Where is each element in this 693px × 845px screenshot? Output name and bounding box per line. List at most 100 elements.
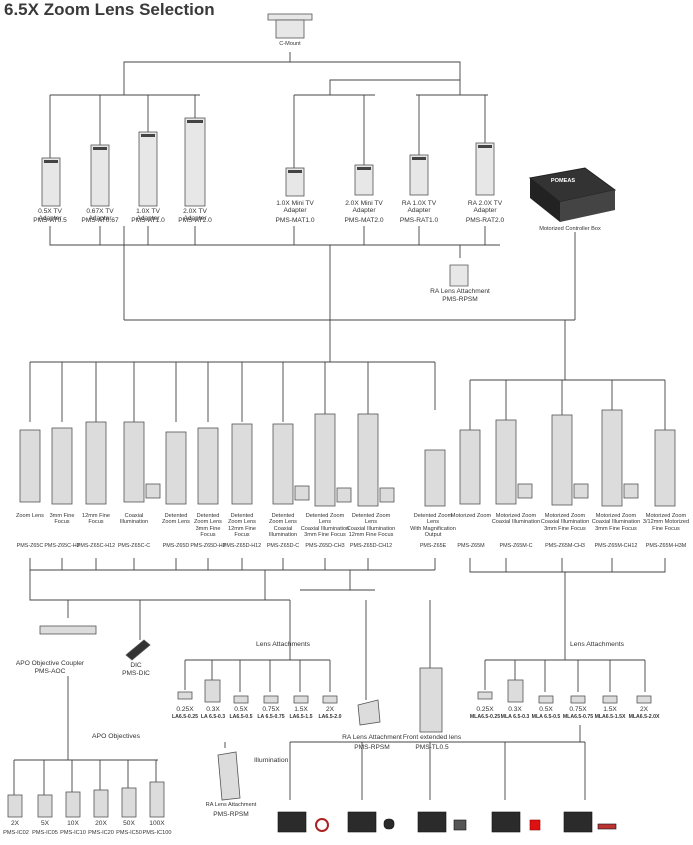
attachment-code: MLA 6.5-0.3 (500, 714, 530, 720)
lens-label: Detented Zoom Lens 12mm Fine Focus (228, 513, 256, 539)
dic-icon (125, 639, 151, 661)
lens-attachment-icon (322, 695, 338, 704)
page-title: 6.5X Zoom Lens Selection (4, 0, 215, 19)
controller-label: Motorized Controller Box (539, 226, 601, 232)
illumination-icons (277, 811, 617, 833)
lens-attachment-icon (636, 695, 652, 704)
front-extended-label: Front extended lens (402, 734, 462, 741)
lens-code: PMS-Z65M-C (499, 543, 533, 549)
adapter-code: PMS-MAT1.0 (275, 217, 315, 224)
attachment-mag: 2X (639, 706, 649, 713)
adapter-code: PMS-AT1.0 (131, 217, 165, 224)
lens-code: PMS-Z65M (457, 543, 485, 549)
lens-attachment-icon (602, 695, 618, 704)
objective-mag: 100X (149, 820, 165, 827)
adapter-label: 0.5X TV Adapter (38, 208, 62, 223)
zoom-lens-icon (197, 427, 219, 505)
lens-label: Detented Zoom Lens With Magnification Ou… (410, 513, 456, 539)
lens-attachment-icon (570, 695, 586, 704)
ra-attachment-label: RA Lens Attachment (430, 288, 490, 295)
controller-brand: POMEAS (550, 178, 576, 184)
lens-code: PMS-Z65D-H3 (190, 543, 226, 549)
front-extended-lens-icon (419, 667, 443, 733)
lens-code: PMS-Z65M-CH12 (594, 543, 638, 549)
lens-label: 3mm Fine Focus (49, 513, 75, 526)
mini-tv-adapter-icon (354, 164, 374, 196)
attachment-code: LA6.5-0.5 (229, 714, 253, 720)
mini-tv-adapter-icon (285, 167, 305, 197)
attachment-code: LA6.5-1.5 (289, 714, 313, 720)
objective-icon (65, 791, 81, 818)
ra-attachment-code: PMS-RPSM (442, 296, 478, 303)
objective-code: PMS-IC02 (3, 830, 29, 836)
lens-attachment-icon (477, 691, 493, 700)
lens-attachment-icon (233, 695, 249, 704)
zoom-lens-icon (51, 427, 73, 505)
dic-code: PMS-DIC (122, 670, 150, 677)
tv-adapter-icon (184, 117, 206, 207)
adapter-label: 1.0X TV Adapter (136, 208, 160, 223)
lens-attachment-icon (177, 691, 193, 700)
aoc-label: APO Objective Coupler (15, 660, 85, 667)
attachment-mag: 0.75X (569, 706, 587, 713)
lens-label: Motorized Zoom 3/12mm Motorized Fine Foc… (642, 513, 690, 532)
adapter-label: 2.0X TV Adapter (183, 208, 207, 223)
attachment-code: LA6.5-2.0 (318, 714, 342, 720)
objective-mag: 50X (123, 820, 135, 827)
lens-label: Detented Zoom Lens Coaxial Illumination … (346, 513, 396, 539)
ra-attachment-code: PMS-RPSM (213, 811, 249, 818)
zoom-lens-icon (272, 423, 294, 505)
objective-code: PMS-IC10 (60, 830, 86, 836)
zoom-lens-icon (357, 413, 379, 507)
lens-label: Motorized Zoom Coaxial Illumination 3mm … (540, 513, 590, 532)
adapter-label: RA 1.0X TV Adapter (401, 200, 437, 215)
lens-label: Motorized Zoom Coaxial Illumination 3mm … (591, 513, 641, 532)
tv-adapter-icon (90, 144, 110, 207)
lens-label: Zoom Lens (16, 513, 44, 519)
c-mount-icon (267, 13, 313, 21)
lens-code: PMS-Z65D (162, 543, 190, 549)
objective-icon (121, 787, 137, 818)
lens-code: PMS-Z65M-CH3 (545, 543, 585, 549)
aoc-code: PMS-AOC (34, 668, 66, 675)
tv-adapter-icon (41, 157, 61, 207)
zoom-lens-icon (601, 409, 623, 507)
apo-objectives-label: APO Objectives (92, 733, 140, 740)
zoom-lens-icon (19, 429, 41, 503)
front-extended-code: PMS-TL0.5 (415, 744, 449, 751)
lens-attachments-label: Lens Attachments (256, 641, 311, 648)
zoom-lens-icon (85, 421, 107, 505)
lens-attachment-icon (293, 695, 309, 704)
lens-code: PMS-Z65D-H12 (222, 543, 262, 549)
objective-mag: 10X (67, 820, 79, 827)
objective-code: PMS-IC50 (116, 830, 142, 836)
connector-lines (13, 52, 666, 800)
controller-box-icon (528, 167, 617, 222)
lens-code: PMS-Z65D-CH12 (349, 543, 393, 549)
lens-code: PMS-Z65C-H12 (76, 543, 116, 549)
attachment-code: LA 6.5-0.3 (200, 714, 226, 720)
adapter-code: PMS-RAT1.0 (399, 217, 439, 224)
dic-label: DIC (130, 662, 142, 669)
attachment-code: MLA 6.5-0.5 (531, 714, 561, 720)
lens-attachments-label: Lens Attachments (570, 641, 625, 648)
adapter-label: RA 2.0X TV Adapter (467, 200, 503, 215)
lens-code: PMS-Z65C-C (117, 543, 151, 549)
lens-label: Detented Zoom Lens (162, 513, 190, 526)
attachment-mag: 1.5X (294, 706, 308, 713)
objective-code: PMS-IC20 (88, 830, 114, 836)
attachment-mag: 0.5X (539, 706, 553, 713)
lens-label: Motorized Zoom Coaxial Illumination (491, 513, 541, 526)
adapter-code: PMS-AT2.0 (178, 217, 212, 224)
ra-attachment-label: RA Lens Attachment (342, 734, 402, 741)
zoom-lens-icon (551, 414, 573, 506)
adapter-label: 1.0X Mini TV Adapter (276, 200, 314, 215)
lens-attachment-icon (507, 679, 524, 703)
c-mount-label: C-Mount (279, 41, 301, 47)
lens-code: PMS-Z65C-H3 (44, 543, 80, 549)
attachment-mag: 0.75X (262, 706, 280, 713)
lens-code: PMS-Z65E (419, 543, 447, 549)
objective-icon (37, 794, 53, 818)
zoom-lens-icon (123, 421, 145, 503)
